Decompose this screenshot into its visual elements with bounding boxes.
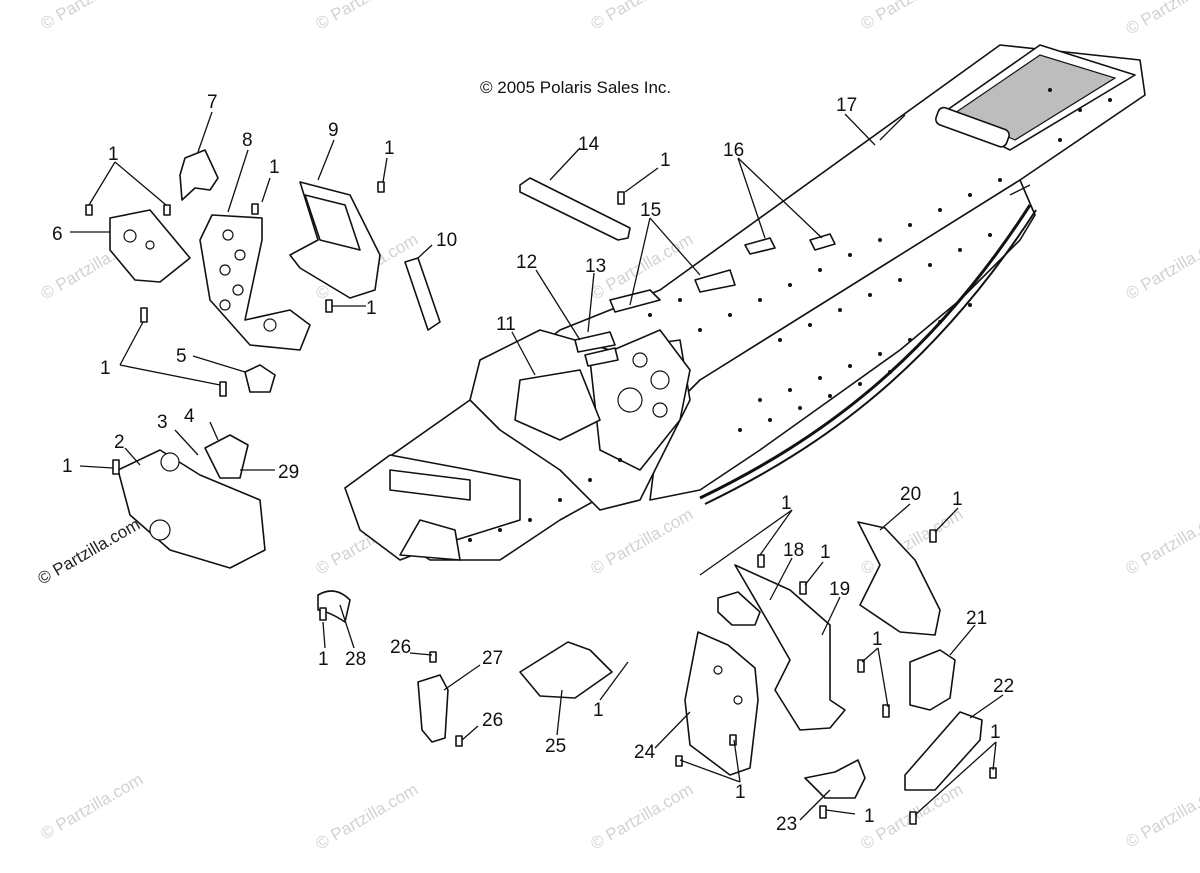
callout-18: 18 — [783, 540, 804, 561]
callout-9: 9 — [328, 120, 339, 141]
part-19-bracket — [734, 564, 846, 731]
callout-25: 25 — [545, 736, 566, 757]
callout-7: 7 — [207, 92, 218, 113]
callout-8: 8 — [242, 130, 253, 151]
part-23-bracket — [804, 759, 866, 799]
callout-1: 1 — [108, 144, 119, 165]
watermark-text: © Partzilla.com — [1123, 505, 1200, 579]
callout-1: 1 — [660, 150, 671, 171]
callout-20: 20 — [900, 484, 921, 505]
fasteners — [85, 181, 997, 825]
part-25-plate — [519, 641, 613, 699]
callout-6: 6 — [52, 224, 63, 245]
callout-1: 1 — [864, 806, 875, 827]
callout-1: 1 — [952, 489, 963, 510]
callout-12: 12 — [516, 252, 537, 273]
watermark-text: © Partzilla.com — [588, 780, 697, 854]
callout-22: 22 — [993, 676, 1014, 697]
callout-15: 15 — [640, 200, 661, 221]
callout-labels: 1 6 7 8 1 9 1 1 5 3 4 2 1 29 10 1 14 1 1… — [52, 92, 1014, 835]
part-4-plate — [204, 434, 249, 479]
rivet-dots — [468, 88, 1112, 542]
watermark-corner-text: © Partzilla.com — [35, 515, 144, 589]
callout-27: 27 — [482, 648, 503, 669]
callout-1: 1 — [593, 700, 604, 721]
part-20-bracket — [857, 521, 941, 636]
callout-3: 3 — [157, 412, 168, 433]
watermark-text: © Partzilla.com — [1123, 0, 1200, 38]
main-chassis-part — [344, 44, 1146, 561]
callout-26: 26 — [482, 710, 503, 731]
callout-28: 28 — [345, 649, 366, 670]
callout-1: 1 — [366, 298, 377, 319]
copyright-text: © 2005 Polaris Sales Inc. — [480, 78, 671, 97]
part-7-bracket — [179, 149, 219, 201]
part-27-bracket — [417, 674, 449, 743]
watermark-text: © Partzilla.com — [858, 0, 967, 33]
callout-5: 5 — [176, 346, 187, 367]
callout-1: 1 — [820, 542, 831, 563]
watermark-text: © Partzilla.com — [588, 505, 697, 579]
part-5-clip — [244, 364, 276, 393]
part-10-strip — [404, 257, 441, 331]
callout-24: 24 — [634, 742, 656, 763]
callout-1: 1 — [100, 358, 111, 379]
callout-10: 10 — [436, 230, 457, 251]
callout-1: 1 — [384, 138, 395, 159]
part-22-plate — [904, 711, 983, 791]
callout-19: 19 — [829, 579, 850, 600]
watermark-text: © Partzilla.com — [313, 780, 422, 854]
callout-23: 23 — [776, 814, 797, 835]
callout-13: 13 — [585, 256, 606, 277]
callout-17: 17 — [836, 95, 857, 116]
callout-1: 1 — [62, 456, 73, 477]
watermark-text: © Partzilla.com — [588, 0, 697, 33]
callout-1: 1 — [269, 157, 280, 178]
leader-lines — [70, 111, 1004, 821]
callout-2: 2 — [114, 432, 125, 453]
watermark-text: © Partzilla.com — [1123, 230, 1200, 304]
part-18-block — [717, 591, 761, 626]
callout-1: 1 — [872, 629, 883, 650]
callout-1: 1 — [318, 649, 329, 670]
callout-4: 4 — [184, 406, 195, 427]
callout-21: 21 — [966, 608, 987, 629]
callout-11: 11 — [496, 314, 516, 335]
callout-1: 1 — [990, 722, 1001, 743]
watermark-text: © Partzilla.com — [38, 0, 147, 33]
callout-1: 1 — [735, 782, 746, 803]
part-21-shield — [909, 649, 956, 711]
callout-1: 1 — [781, 493, 792, 514]
part-14-bar — [519, 177, 631, 241]
callout-26: 26 — [390, 637, 411, 658]
callout-16: 16 — [723, 140, 744, 161]
watermark-text: © Partzilla.com — [38, 770, 147, 844]
part-24-bracket — [684, 631, 759, 776]
watermark-text: © Partzilla.com — [1123, 778, 1200, 852]
part-8-plate — [199, 214, 311, 351]
callout-29: 29 — [278, 462, 299, 483]
watermark-text: © Partzilla.com — [313, 0, 422, 33]
callout-14: 14 — [578, 134, 600, 155]
